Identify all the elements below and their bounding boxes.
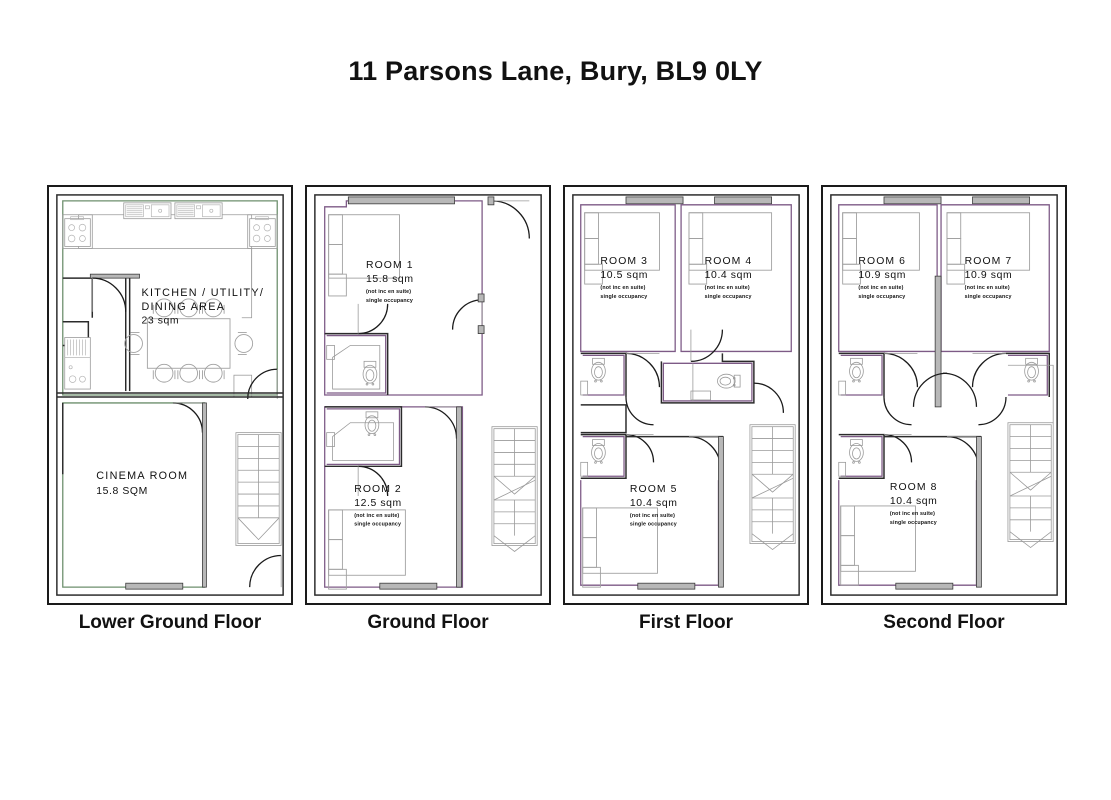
gf-room-2 (324, 406, 464, 590)
gf-room1-area: 15.8 sqm (366, 274, 414, 285)
gf-room-1 (324, 196, 485, 396)
gf-entrance-door (487, 196, 530, 239)
gf-room1-note1: (not inc en suite) (366, 289, 411, 295)
sf-wc-8 (849, 439, 864, 464)
ff-room3-note2: single occupancy (600, 294, 647, 300)
sf-room8-area: 10.4 sqm (890, 496, 938, 507)
sf-ensuite-8 (838, 433, 913, 479)
ff-room4-note1: (not inc en suite) (705, 285, 750, 291)
lg-sink-left (123, 202, 172, 220)
sf-wc-7 (1024, 357, 1039, 383)
ff-ensuite-5 (580, 433, 655, 479)
gf-room2-area: 12.5 sqm (354, 498, 402, 509)
ff-room-5 (580, 435, 724, 590)
sf-window-right (972, 196, 1030, 205)
sf-room6-note1: (not inc en suite) (858, 285, 903, 291)
floor-plan-second: ROOM 6 10.9 sqm (not inc en suite) singl… (821, 185, 1067, 605)
sf-room7-note2: single occupancy (965, 294, 1012, 300)
sf-ensuite-7 (971, 352, 1050, 426)
lg-entrance-door (249, 554, 282, 588)
gf-room1-name: ROOM 1 (366, 260, 414, 271)
floor-label-lower-ground: Lower Ground Floor (78, 612, 262, 633)
floor-plan-ground: ROOM 1 15.8 sqm (not inc en suite) singl… (305, 185, 551, 605)
ff-room4-area: 10.4 sqm (705, 270, 753, 281)
gf-room2-name: ROOM 2 (354, 484, 402, 495)
ff-room5-note2: single occupancy (630, 522, 677, 528)
gf-room1-note2: single occupancy (366, 298, 413, 304)
first-drawing: ROOM 3 10.5 sqm (not inc en suite) singl… (572, 194, 800, 596)
lg-cinema-name: CINEMA ROOM (96, 470, 188, 482)
lg-dining-table (124, 298, 254, 398)
lg-kitchen-name-1: KITCHEN / UTILITY/ (141, 287, 264, 299)
ff-room4-note2: single occupancy (705, 294, 752, 300)
lg-door-hall (89, 273, 140, 312)
ff-room3-note1: (not inc en suite) (600, 285, 645, 291)
floor-label-first: First Floor (639, 612, 733, 633)
sf-room7-name: ROOM 7 (965, 256, 1013, 267)
gf-room2-note1: (not inc en suite) (354, 513, 399, 519)
sf-room6-area: 10.9 sqm (858, 270, 906, 281)
lg-door-kitchen-right (247, 368, 278, 399)
sf-landing-doors (912, 372, 978, 407)
ff-staircase (749, 424, 796, 551)
lower-ground-drawing: KITCHEN / UTILITY/ DINING AREA 23 sqm CI… (56, 194, 284, 596)
sf-room7-note1: (not inc en suite) (965, 285, 1010, 291)
ff-room5-name: ROOM 5 (630, 484, 678, 495)
ff-room3-area: 10.5 sqm (600, 270, 648, 281)
gf-room2-note2: single occupancy (354, 522, 401, 528)
ff-landing (580, 404, 627, 434)
lg-sink-right (174, 202, 223, 220)
ff-room5-area: 10.4 sqm (630, 498, 678, 509)
sf-room8-name: ROOM 8 (890, 482, 938, 493)
ff-window-right (714, 196, 772, 205)
lg-cinema-area: 15.8 SQM (96, 486, 148, 497)
ff-ensuite-4 (660, 329, 785, 413)
lg-kitchen-name-2: DINING AREA (141, 301, 225, 313)
lg-chairs (124, 298, 254, 383)
floor-plans-container: KITCHEN / UTILITY/ DINING AREA 23 sqm CI… (0, 185, 1111, 610)
ff-wc-3 (591, 357, 606, 383)
ff-room3-name: ROOM 3 (600, 256, 648, 267)
sf-room-8 (838, 435, 982, 590)
page-title: 11 Parsons Lane, Bury, BL9 0LY (348, 56, 763, 86)
gf-staircase (491, 426, 538, 552)
lg-kitchen-area: 23 sqm (141, 316, 179, 327)
ff-room-3 (580, 204, 676, 353)
floor-plan-first: ROOM 3 10.5 sqm (not inc en suite) singl… (563, 185, 809, 605)
floor-plan-lower-ground: KITCHEN / UTILITY/ DINING AREA 23 sqm CI… (47, 185, 293, 605)
sf-wc-6 (849, 357, 864, 383)
sf-central-partition (934, 275, 942, 408)
lg-washing-machine (64, 337, 91, 390)
sf-ensuite-6 (838, 352, 919, 426)
floor-label-second: Second Floor (883, 612, 1005, 633)
sf-room6-note2: single occupancy (858, 294, 905, 300)
sf-room8-note1: (not inc en suite) (890, 511, 935, 517)
sf-room8-note2: single occupancy (890, 520, 937, 526)
sf-room6-name: ROOM 6 (858, 256, 906, 267)
lg-cinema-room (62, 402, 207, 590)
ff-window-left (625, 196, 684, 205)
ff-ensuite-3 (580, 352, 661, 426)
lg-hob-right (249, 216, 276, 247)
ground-drawing: ROOM 1 15.8 sqm (not inc en suite) singl… (314, 194, 542, 596)
lg-hob-left (64, 216, 91, 247)
gf-wc-1 (362, 360, 378, 386)
ff-room5-note1: (not inc en suite) (630, 513, 675, 519)
floor-label-ground: Ground Floor (367, 612, 489, 633)
ff-room4-name: ROOM 4 (705, 256, 753, 267)
ff-wc-5 (591, 439, 606, 464)
sf-room7-area: 10.9 sqm (965, 270, 1013, 281)
lg-staircase (235, 432, 282, 546)
gf-wc-2 (364, 411, 380, 436)
ff-wc-4 (717, 373, 741, 389)
sf-staircase (1007, 364, 1054, 549)
sf-window-left (883, 196, 942, 205)
ff-room-4 (680, 204, 792, 353)
second-drawing: ROOM 6 10.9 sqm (not inc en suite) singl… (830, 194, 1058, 596)
